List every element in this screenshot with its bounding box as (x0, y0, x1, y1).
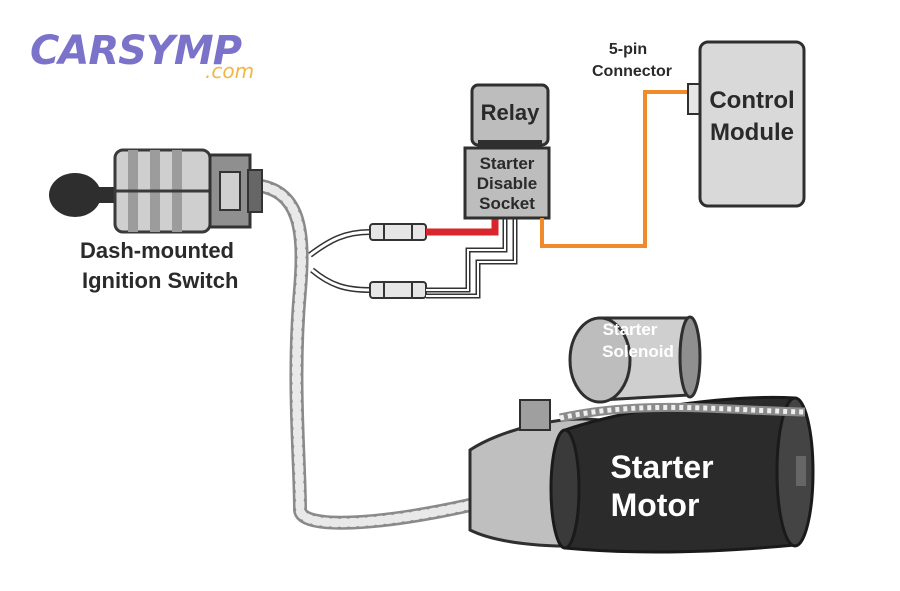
socket-label-line3: Socket (479, 194, 535, 213)
ignition-label-line2: Ignition Switch (82, 268, 238, 293)
logo-text: CARSYMP (30, 28, 242, 74)
relay-label: Relay (481, 100, 540, 125)
key-icon (49, 173, 101, 217)
motor-label-line2: Motor (611, 487, 700, 523)
module-label-line2: Module (710, 119, 794, 146)
red-wire (426, 218, 499, 236)
logo-domain-text: .com (205, 59, 254, 83)
relay: Relay (470, 83, 550, 147)
starter-motor-assembly: Starter Solenoid Starter Motor (468, 315, 815, 554)
connector-label-line1: 5-pin (609, 41, 647, 58)
module-label-line1: Control (709, 87, 794, 114)
five-pin-connector (687, 83, 701, 115)
motor-label-line1: Starter (610, 449, 713, 485)
solenoid-label-line2: Solenoid (602, 342, 674, 361)
ignition-label-line1: Dash-mounted (80, 238, 234, 263)
signal-wires (308, 229, 371, 293)
ignition-switch (49, 148, 263, 234)
solenoid-label-line1: Starter (603, 320, 658, 339)
socket-label-line2: Disable (477, 174, 537, 193)
control-module: Control Module (687, 40, 806, 208)
connector-label-line2: Connector (592, 63, 672, 80)
starter-disable-socket: Starter Disable Socket (463, 146, 551, 220)
orange-wire (540, 90, 690, 248)
lower-butt-connector (369, 281, 427, 299)
upper-butt-connector (369, 223, 427, 241)
carsymp-logo: CARSYMP .com (30, 28, 254, 83)
socket-label-line1: Starter (480, 154, 535, 173)
